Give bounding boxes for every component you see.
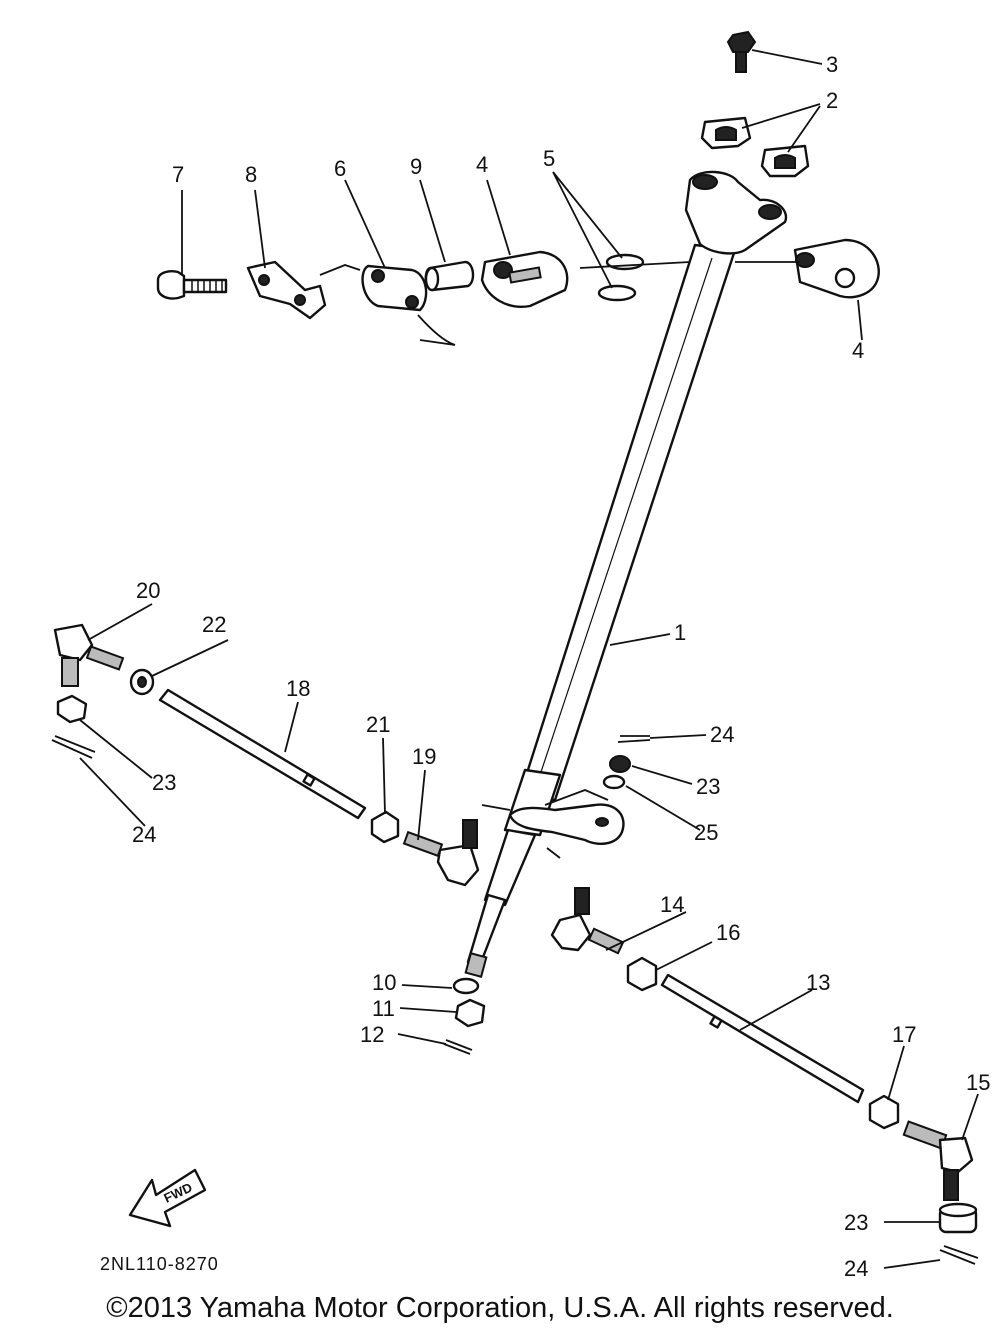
tie-rod-end-outer-right — [902, 1120, 974, 1201]
callout-23-mid: 23 — [696, 774, 720, 799]
figure-code: 2NL110-8270 — [100, 1254, 219, 1274]
callout-11: 11 — [372, 996, 395, 1021]
leader-lines — [79, 49, 979, 1269]
holder-upper-caps — [700, 116, 810, 178]
callout-5: 5 — [543, 146, 555, 171]
column-bushing-right — [793, 238, 880, 299]
callout-13: 13 — [806, 970, 830, 995]
lock-nut-17 — [868, 1094, 900, 1130]
tie-rod-end-outer-left — [53, 623, 125, 687]
lock-nut-22 — [129, 668, 155, 696]
callout-12: 12 — [360, 1022, 384, 1047]
callout-14: 14 — [660, 892, 684, 917]
callout-23-right: 23 — [844, 1210, 868, 1235]
callout-3: 3 — [826, 52, 838, 77]
washer-10 — [452, 977, 480, 995]
callout-25: 25 — [694, 820, 718, 845]
castle-nut-23-right — [938, 1202, 978, 1234]
callout-7: 7 — [172, 162, 184, 187]
callout-4-left: 4 — [476, 152, 488, 177]
callout-8: 8 — [245, 162, 257, 187]
callout-21: 21 — [366, 712, 390, 737]
tie-rod-end-inner-left — [402, 819, 480, 887]
nut-11 — [454, 998, 486, 1028]
tie-rod-left — [158, 688, 367, 820]
tie-rod-right — [660, 973, 865, 1104]
castle-nut-23-mid — [609, 755, 631, 773]
pitman-arm — [481, 789, 625, 859]
callout-22: 22 — [202, 612, 226, 637]
column-bushing-left — [480, 250, 569, 308]
callout-17: 17 — [892, 1022, 916, 1047]
lock-washer-plate — [246, 260, 327, 320]
callout-1: 1 — [674, 620, 686, 645]
cotter-pin-12 — [443, 1039, 473, 1055]
fwd-arrow-icon: FWD — [128, 1168, 207, 1228]
washer-25 — [602, 774, 626, 790]
cotter-pin-24-right — [939, 1245, 979, 1265]
handlebar-holder — [684, 170, 788, 255]
bushing-pin — [424, 260, 475, 292]
callout-24-mid: 24 — [710, 722, 734, 747]
callout-24-right: 24 — [844, 1256, 868, 1281]
callout-15: 15 — [966, 1070, 990, 1095]
lock-nut-21 — [370, 810, 400, 844]
copyright-notice: ©2013 Yamaha Motor Corporation, U.S.A. A… — [106, 1292, 894, 1324]
callout-18: 18 — [286, 676, 310, 701]
tie-rod-end-inner-right — [550, 887, 625, 955]
callout-6: 6 — [334, 156, 346, 181]
lock-nut-16 — [626, 956, 658, 992]
callout-20: 20 — [136, 578, 160, 603]
callout-2: 2 — [826, 88, 838, 113]
cotter-pin-24-left — [51, 735, 96, 759]
cotter-pin-24-mid — [617, 735, 651, 743]
steering-parts-diagram: FWD 3 2 7 — [51, 30, 990, 1281]
steering-column — [464, 243, 737, 978]
bolt-top — [726, 30, 757, 73]
callout-labels: 3 2 7 8 6 9 4 5 4 1 20 22 18 21 19 23 24… — [132, 52, 990, 1281]
callout-9: 9 — [410, 154, 422, 179]
callout-19: 19 — [412, 744, 436, 769]
column-bolt — [156, 270, 228, 300]
callout-16: 16 — [716, 920, 740, 945]
callout-4-right: 4 — [852, 338, 864, 363]
retainer-plate — [319, 264, 456, 346]
collar-pair — [597, 253, 645, 302]
callout-23-left: 23 — [152, 770, 176, 795]
callout-24-left: 24 — [132, 822, 156, 847]
castle-nut-23-left — [56, 694, 88, 724]
callout-10: 10 — [372, 970, 396, 995]
